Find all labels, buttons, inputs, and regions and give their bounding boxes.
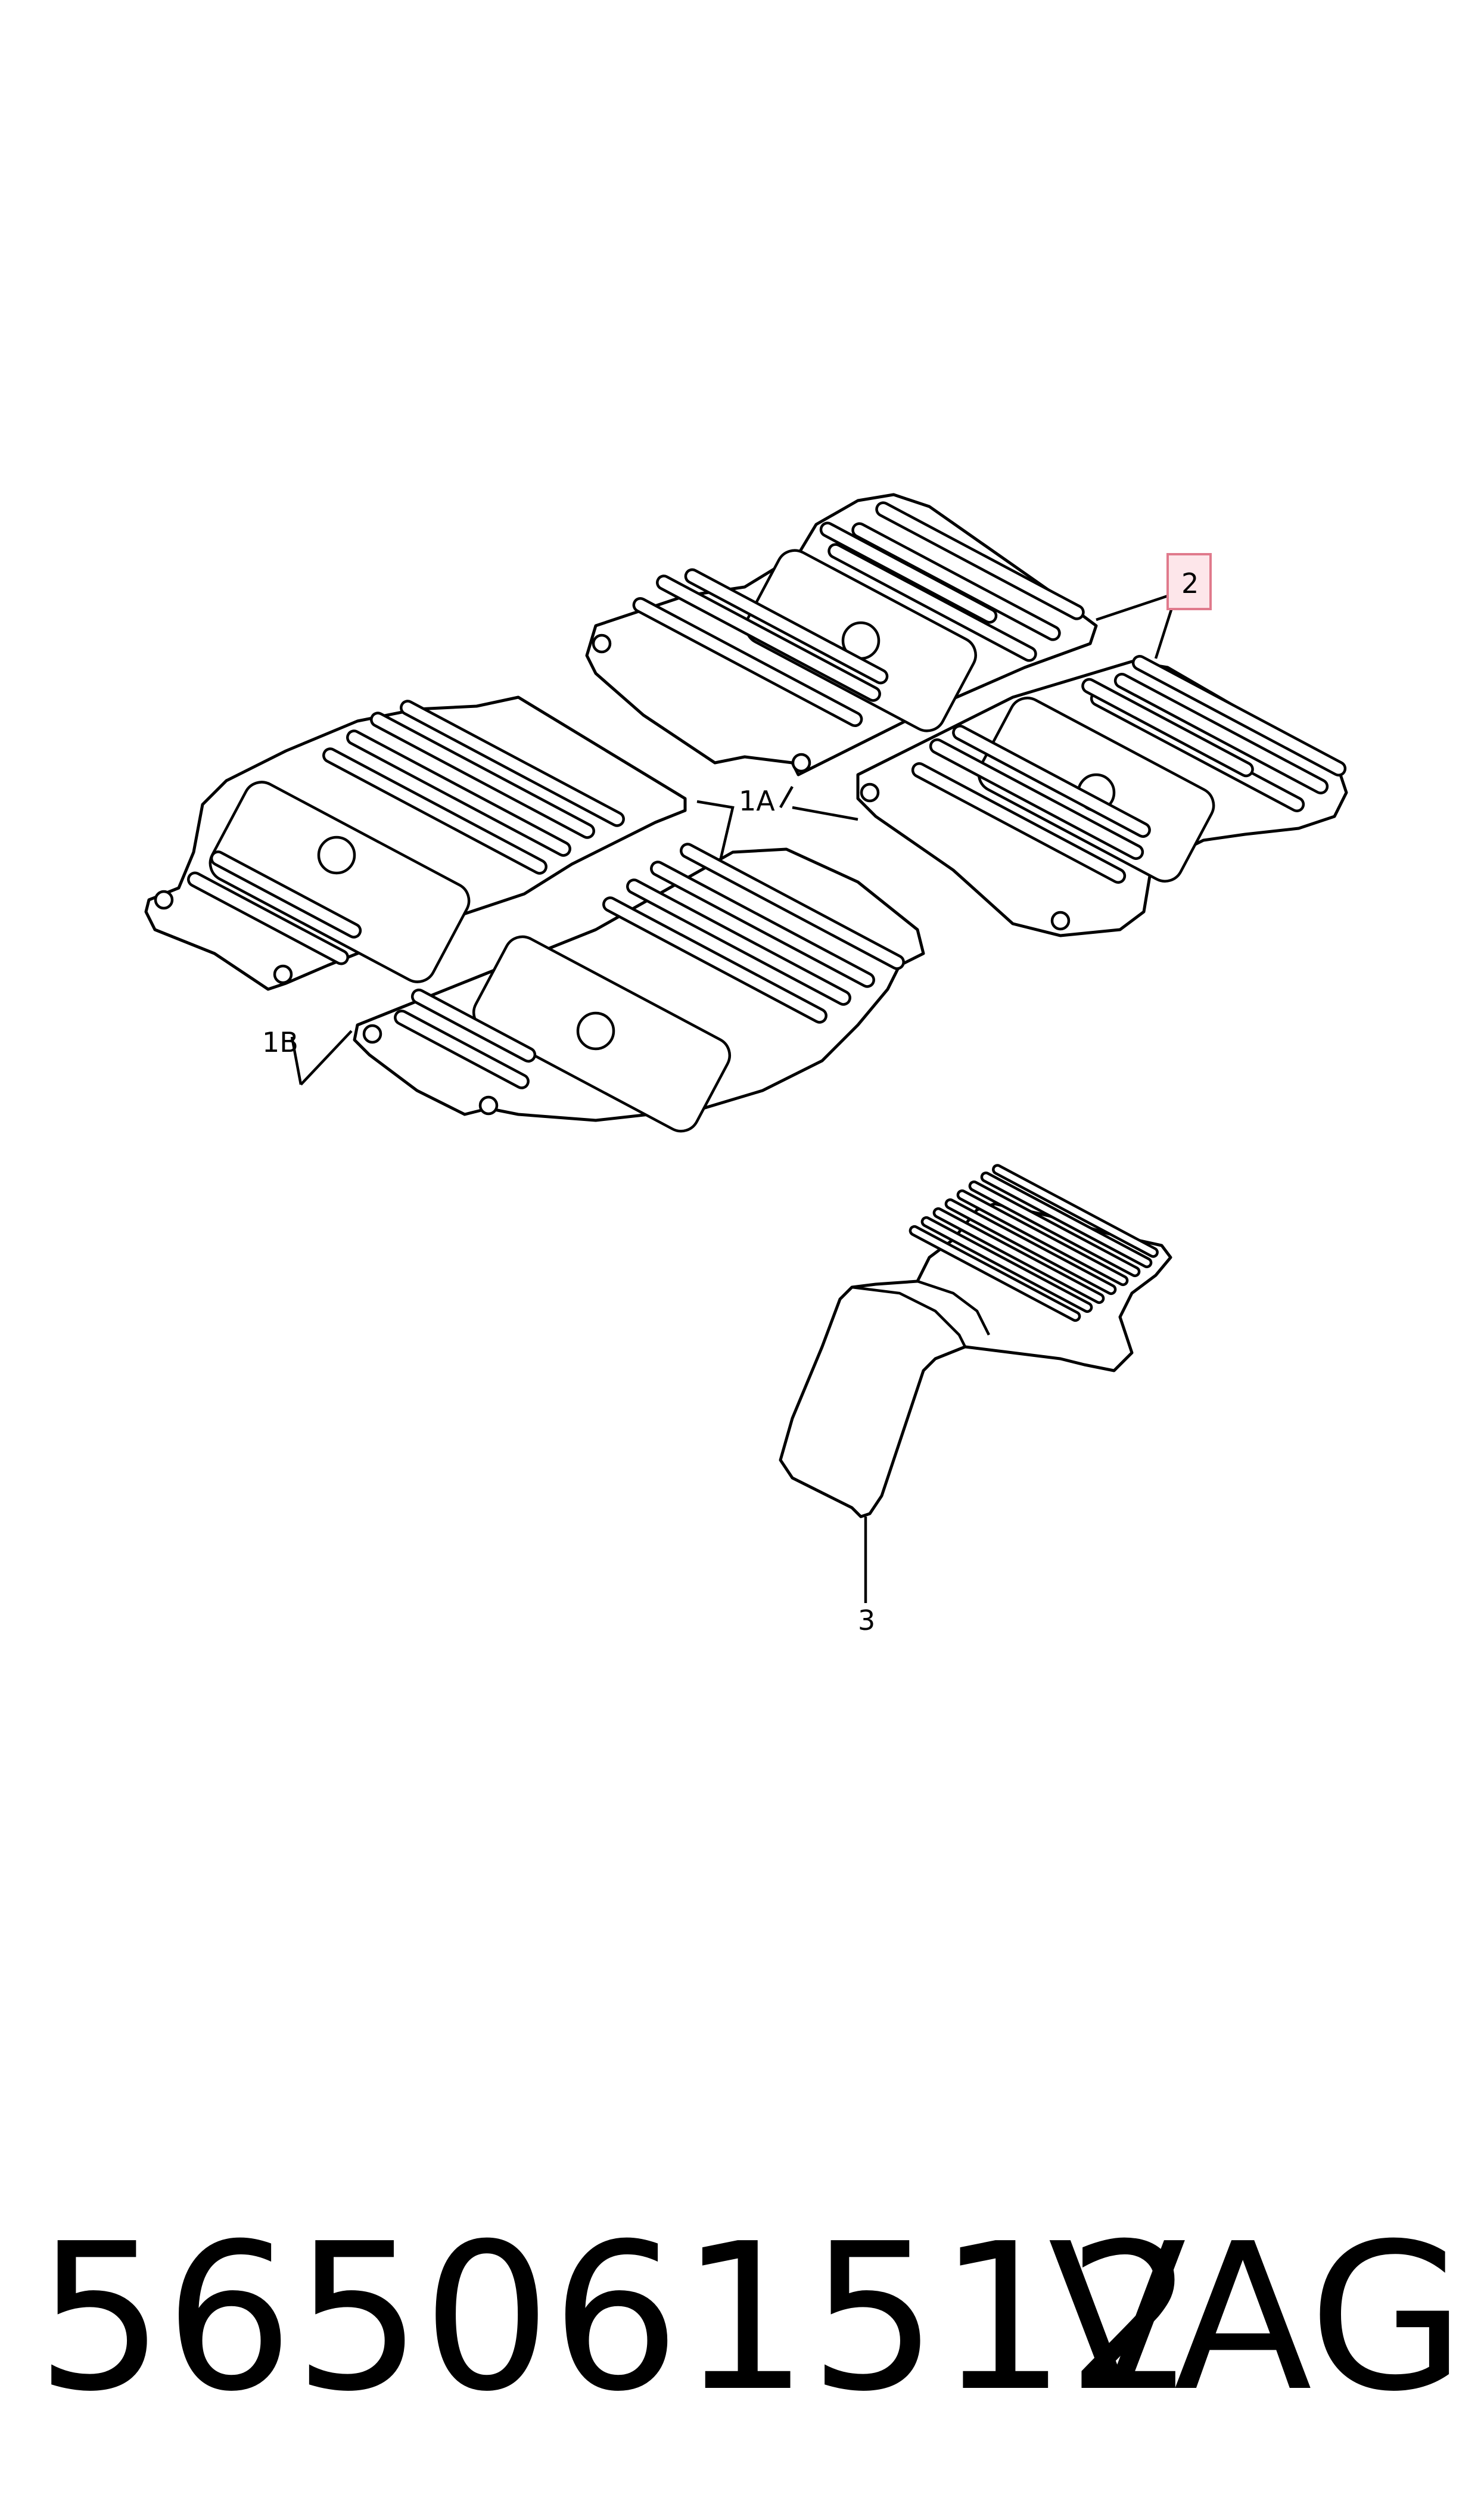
part-number: 565061512 — [36, 2200, 1196, 2436]
leader-2 — [1096, 591, 1178, 659]
front-floor-mat-left — [144, 695, 687, 991]
front-floor-mat-lower — [353, 843, 925, 1133]
callout-3: 3 — [858, 1604, 875, 1636]
callout-1a: 1A — [739, 785, 775, 817]
rear-floor-mat-upper — [585, 493, 1098, 776]
leader-1b — [290, 1030, 353, 1086]
callout-1b: 1B — [262, 1026, 298, 1058]
tunnel-floor-mat — [779, 1164, 1172, 1518]
footer: 565061512 VAG — [36, 2205, 1466, 2431]
callout-2: 2 — [1181, 567, 1199, 600]
leader-1a — [696, 785, 858, 859]
callout-2-highlight — [1166, 553, 1212, 610]
rear-floor-mat-right — [856, 655, 1348, 937]
brand-label: VAG — [1048, 2200, 1466, 2436]
callout-labels: 2 1A 1B 3 — [262, 553, 1212, 1636]
